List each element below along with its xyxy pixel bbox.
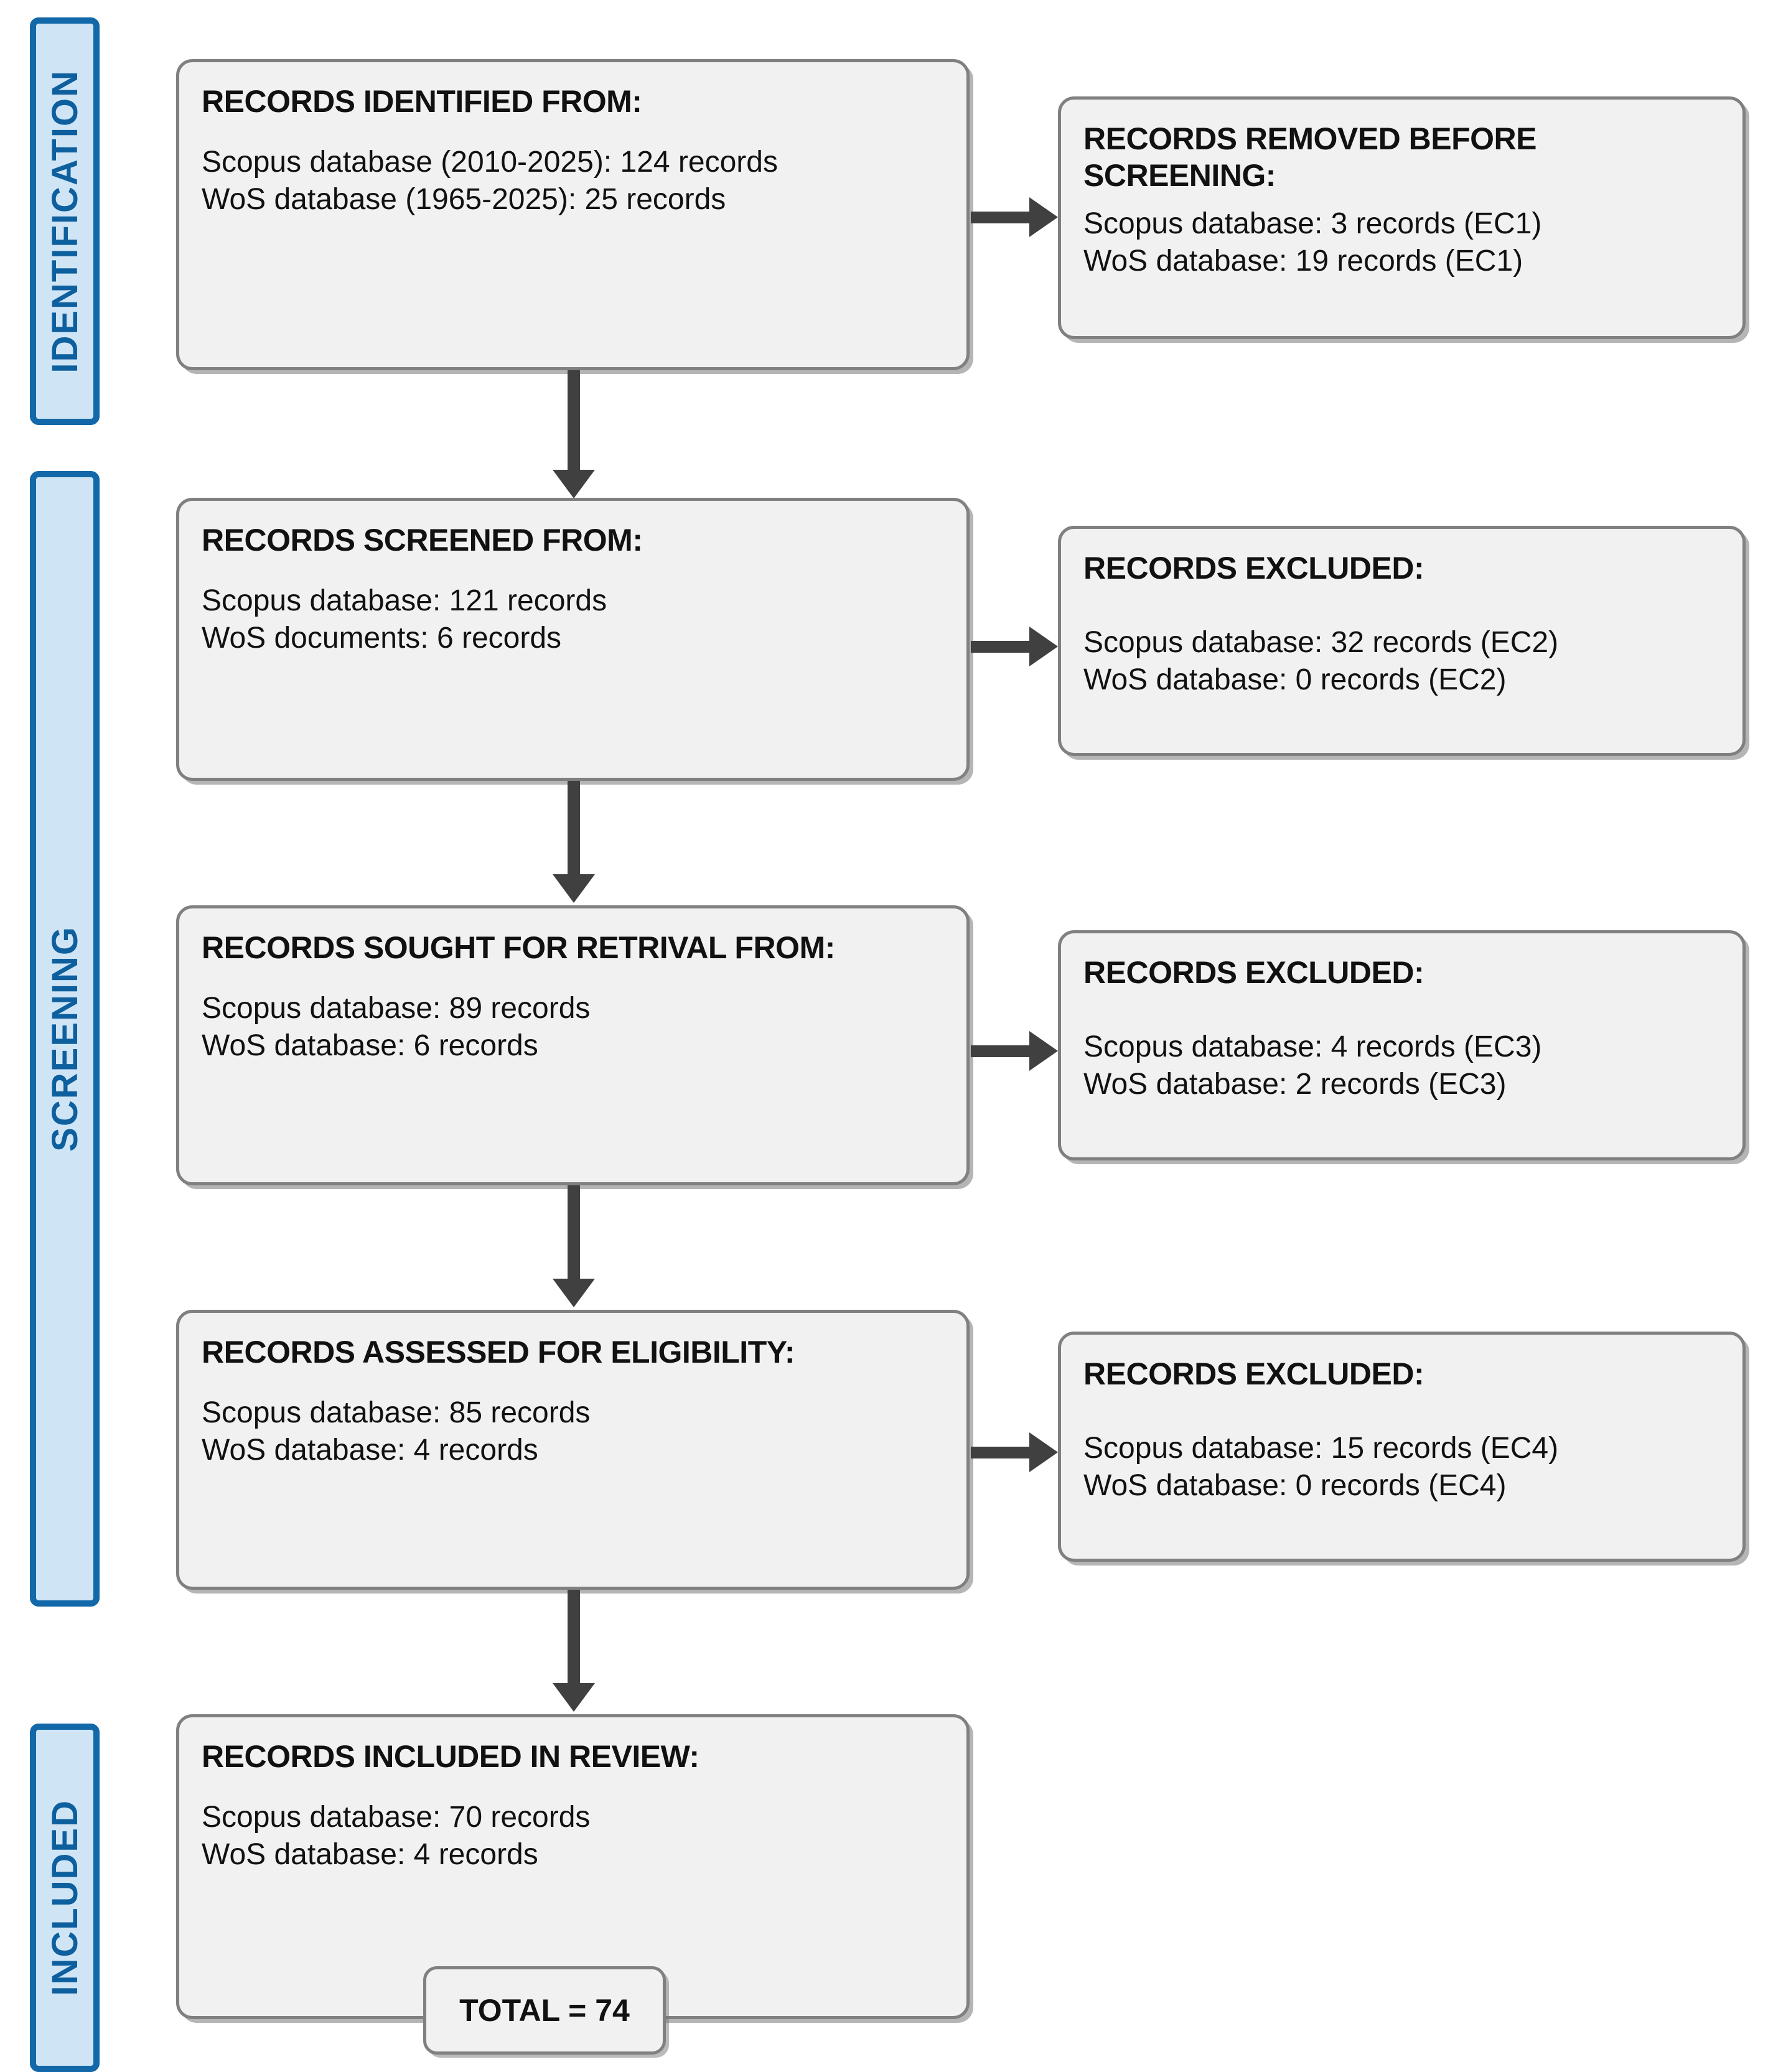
box-records-excluded-ec2: RECORDS EXCLUDED: Scopus database: 32 re… xyxy=(1058,526,1746,756)
box-line: Scopus database: 32 records (EC2) xyxy=(1083,626,1559,659)
box-body: Scopus database: 85 records WoS database… xyxy=(202,1394,944,1470)
arrow-head-right-icon xyxy=(1029,1432,1058,1472)
box-records-removed-before-screening: RECORDS REMOVED BEFORE SCREENING: Scopus… xyxy=(1058,96,1746,339)
stage-label-screening: SCREENING xyxy=(44,926,85,1152)
arrow-head-down-icon xyxy=(553,874,595,903)
box-line: Scopus database: 85 records xyxy=(202,1396,591,1429)
box-body: Scopus database: 15 records (EC4) WoS da… xyxy=(1083,1430,1720,1505)
box-body: Scopus database: 121 records WoS documen… xyxy=(202,582,944,658)
box-title: RECORDS SCREENED FROM: xyxy=(202,523,643,558)
stage-bar-included: INCLUDED xyxy=(30,1724,100,2072)
box-line: WoS database: 0 records (EC4) xyxy=(1083,1469,1507,1503)
box-line: Scopus database (2010-2025): 124 records xyxy=(202,146,778,179)
box-line: WoS database: 4 records xyxy=(202,1434,538,1467)
box-line: Scopus database: 70 records xyxy=(202,1801,591,1834)
box-records-identified: RECORDS IDENTIFIED FROM: Scopus database… xyxy=(176,59,970,370)
box-records-sought-for-retrival: RECORDS SOUGHT FOR RETRIVAL FROM: Scopus… xyxy=(176,905,970,1185)
box-line: Scopus database: 15 records (EC4) xyxy=(1083,1432,1559,1465)
arrow-head-down-icon xyxy=(553,1683,595,1712)
arrow-stem xyxy=(568,781,580,877)
box-records-assessed-for-eligibility: RECORDS ASSESSED FOR ELIGIBILITY: Scopus… xyxy=(176,1310,970,1590)
box-line: WoS database: 2 records (EC3) xyxy=(1083,1068,1507,1101)
stage-bar-screening: SCREENING xyxy=(30,471,100,1607)
arrow-stem xyxy=(971,1045,1032,1057)
box-line: WoS database (1965-2025): 25 records xyxy=(202,183,726,217)
box-body: Scopus database: 89 records WoS database… xyxy=(202,990,944,1065)
arrow-stem xyxy=(971,212,1032,223)
box-line: WoS database: 4 records xyxy=(202,1838,538,1872)
arrow-head-right-icon xyxy=(1029,1031,1058,1071)
box-title: RECORDS EXCLUDED: xyxy=(1083,955,1424,990)
arrow-head-down-icon xyxy=(553,470,595,498)
box-body: Scopus database (2010-2025): 124 records… xyxy=(202,144,944,219)
stage-label-included: INCLUDED xyxy=(44,1799,85,1996)
box-title: RECORDS ASSESSED FOR ELIGIBILITY: xyxy=(202,1335,795,1370)
box-line: Scopus database: 89 records xyxy=(202,992,591,1025)
arrow-head-down-icon xyxy=(553,1279,595,1307)
arrow-stem xyxy=(971,641,1032,653)
box-body: Scopus database: 70 records WoS database… xyxy=(202,1799,944,1874)
box-title: RECORDS REMOVED BEFORE SCREENING: xyxy=(1083,121,1536,193)
box-title: RECORDS SOUGHT FOR RETRIVAL FROM: xyxy=(202,930,835,965)
arrow-stem xyxy=(971,1447,1032,1458)
arrow-stem xyxy=(568,370,580,473)
box-records-excluded-ec3: RECORDS EXCLUDED: Scopus database: 4 rec… xyxy=(1058,930,1746,1160)
arrow-head-right-icon xyxy=(1029,627,1058,666)
box-line: Scopus database: 4 records (EC3) xyxy=(1083,1030,1542,1063)
box-body: Scopus database: 32 records (EC2) WoS da… xyxy=(1083,624,1720,699)
box-line: WoS documents: 6 records xyxy=(202,622,562,655)
arrow-stem xyxy=(568,1185,580,1282)
box-title: RECORDS INCLUDED IN REVIEW: xyxy=(202,1739,699,1774)
arrow-stem xyxy=(568,1590,580,1686)
total-badge: TOTAL = 74 xyxy=(423,1966,666,2055)
total-badge-label: TOTAL = 74 xyxy=(459,1993,630,2028)
box-line: Scopus database: 3 records (EC1) xyxy=(1083,207,1542,240)
stage-bar-identification: IDENTIFICATION xyxy=(30,17,100,425)
box-title: RECORDS EXCLUDED: xyxy=(1083,551,1424,586)
box-body: Scopus database: 3 records (EC1) WoS dat… xyxy=(1083,205,1720,281)
stage-label-identification: IDENTIFICATION xyxy=(44,69,85,373)
box-records-excluded-ec4: RECORDS EXCLUDED: Scopus database: 15 re… xyxy=(1058,1332,1746,1562)
box-line: WoS database: 19 records (EC1) xyxy=(1083,245,1523,278)
box-line: Scopus database: 121 records xyxy=(202,584,607,617)
box-body: Scopus database: 4 records (EC3) WoS dat… xyxy=(1083,1029,1720,1104)
box-title: RECORDS IDENTIFIED FROM: xyxy=(202,84,642,119)
box-records-screened: RECORDS SCREENED FROM: Scopus database: … xyxy=(176,498,970,781)
arrow-head-right-icon xyxy=(1029,197,1058,237)
box-line: WoS database: 6 records xyxy=(202,1029,538,1063)
box-title: RECORDS EXCLUDED: xyxy=(1083,1356,1424,1391)
box-line: WoS database: 0 records (EC2) xyxy=(1083,663,1507,697)
